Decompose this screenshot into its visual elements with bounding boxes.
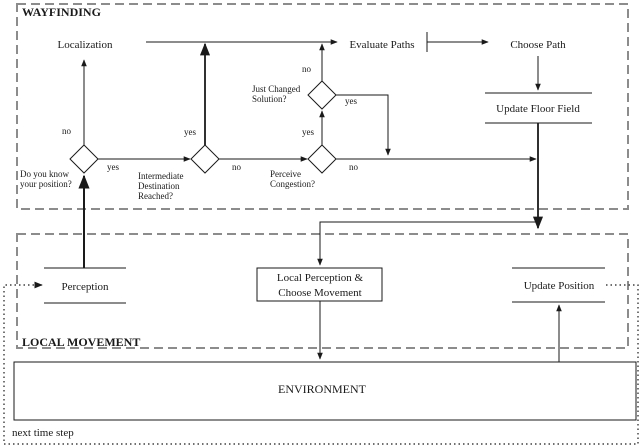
wayfinding-title: WAYFINDING [22, 5, 101, 19]
know-position-diamond [69, 144, 99, 174]
changed-label-1: Just Changed [252, 84, 301, 94]
svg-text:Choose Movement: Choose Movement [278, 287, 361, 299]
edge-no-localization: no [62, 126, 72, 136]
svg-text:Local Perception &: Local Perception & [277, 272, 364, 284]
edge-no-intermediate: no [232, 162, 242, 172]
update-position-box: Update Position [512, 267, 605, 303]
local-perception-box: Local Perception & Choose Movement [256, 267, 383, 302]
environment-box [13, 361, 637, 421]
intermediate-label-2: Destination [138, 181, 180, 191]
intermediate-destination-diamond [190, 144, 220, 174]
congestion-label-1: Perceive [270, 169, 301, 179]
edge-no-changed: no [302, 64, 312, 74]
edge-yes-intermediate: yes [184, 127, 196, 137]
intermediate-label-3: Reached? [138, 191, 173, 201]
next-time-step-label: next time step [12, 427, 74, 439]
update-floor-field-box: Update Floor Field [485, 92, 592, 124]
changed-label-2: Solution? [252, 94, 287, 104]
just-changed-diamond [307, 80, 337, 110]
perceive-congestion-diamond [307, 144, 337, 174]
congestion-label-2: Congestion? [270, 179, 315, 189]
know-position-label-2: your position? [20, 179, 72, 189]
svg-text:Update Position: Update Position [524, 280, 595, 292]
next-time-step-loop [3, 281, 639, 445]
localization-node: Localization [58, 39, 113, 51]
perception-box: Perception [44, 267, 126, 304]
local-movement-region [16, 233, 629, 349]
choose-path-node: Choose Path [510, 39, 566, 51]
edge-yes-know-position: yes [107, 162, 119, 172]
evaluate-paths-node: Evaluate Paths [349, 39, 414, 51]
local-movement-title: LOCAL MOVEMENT [22, 335, 140, 349]
intermediate-label-1: Intermediate [138, 171, 183, 181]
wayfinding-region [16, 3, 629, 210]
svg-text:Update Floor Field: Update Floor Field [496, 103, 580, 115]
top-connectors [81, 32, 544, 266]
svg-text:Perception: Perception [61, 281, 109, 293]
environment-label: ENVIRONMENT [278, 382, 367, 396]
edge-yes-changed: yes [345, 96, 357, 106]
know-position-label-1: Do you know [20, 169, 69, 179]
edge-yes-congestion: yes [302, 127, 314, 137]
edge-no-congestion: no [349, 162, 359, 172]
